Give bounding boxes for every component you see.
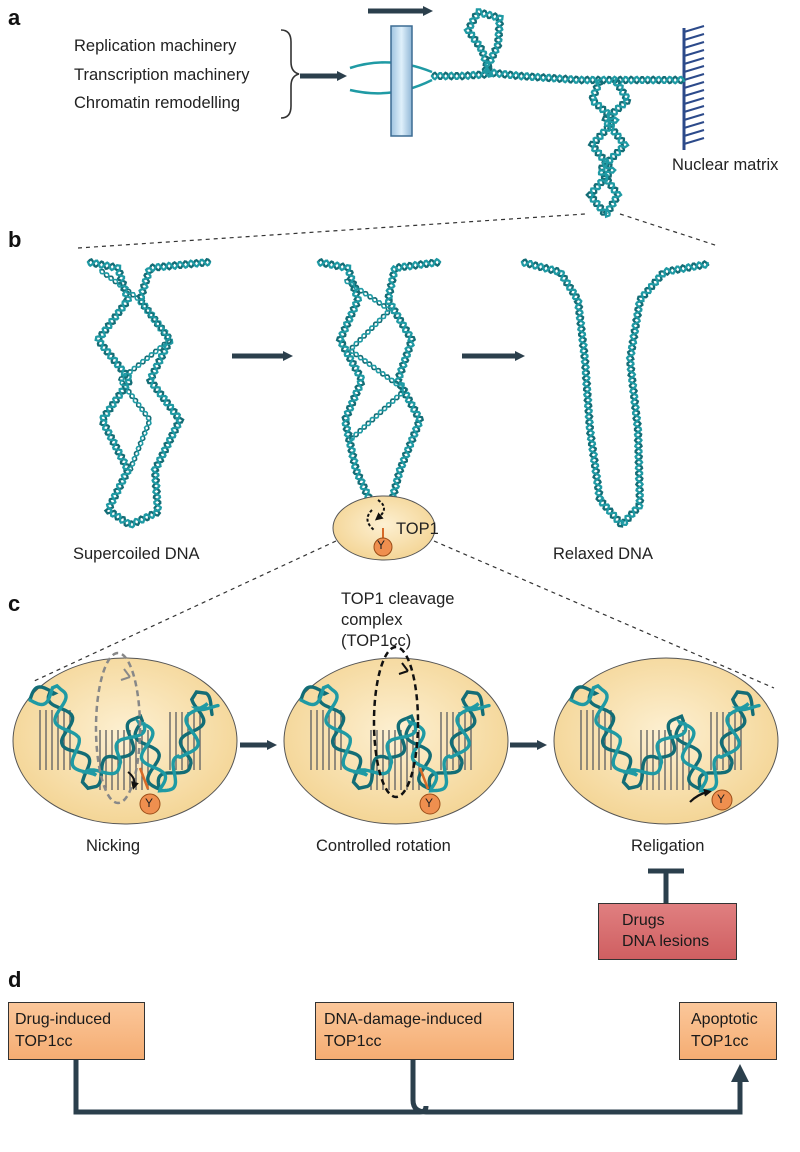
dna-helices-panel-c	[28, 683, 761, 793]
panel-label-c: c	[8, 591, 21, 616]
inhibitor-box: Drugs DNA lesions	[598, 903, 737, 960]
drug-induced-box: Drug-induced TOP1cc	[8, 1002, 145, 1060]
controlled-rotation-label: Controlled rotation	[316, 837, 451, 855]
nicking-label: Nicking	[86, 837, 141, 855]
machinery-brace	[280, 29, 300, 119]
panel-label-d: d	[8, 967, 22, 992]
tyrosine-circle-b	[373, 537, 393, 557]
religation-ellipse	[553, 657, 779, 825]
top1-label: TOP1	[396, 520, 439, 538]
panel-c-graphic	[12, 645, 779, 903]
dna-damage-induced-label: DNA-damage-induced	[324, 1011, 483, 1028]
supercoiled-dna-label: Supercoiled DNA	[73, 545, 200, 563]
chromatin-label: Chromatin remodelling	[74, 94, 240, 112]
transcription-label: Transcription machinery	[74, 66, 250, 84]
dna-damage-induced-box: DNA-damage-induced TOP1cc	[315, 1002, 514, 1060]
connector-arrowhead	[731, 1064, 749, 1082]
panel-label-a: a	[8, 5, 21, 30]
top1cc-label-line1: TOP1 cleavage	[341, 590, 455, 608]
tyrosine-label-b: Y	[377, 538, 386, 552]
panel-label-b: b	[8, 227, 22, 252]
apoptotic-sublabel: TOP1cc	[691, 1033, 749, 1050]
drugs-label: Drugs	[622, 912, 665, 929]
nuclear-matrix	[682, 25, 705, 150]
replication-label: Replication machinery	[74, 37, 237, 55]
top1cc-label-line3: (TOP1cc)	[341, 632, 412, 650]
top1cc-label-line2: complex	[341, 611, 403, 629]
drug-induced-sublabel: TOP1cc	[15, 1033, 73, 1050]
tyrosine-circle-nicking	[139, 793, 161, 815]
tyrosine-circle-religation	[711, 789, 733, 811]
rotation-ellipse	[283, 657, 509, 825]
machinery-cylinder	[390, 25, 413, 137]
tyrosine-label-religation: Y	[717, 792, 726, 806]
connector-line	[73, 1060, 429, 1115]
drug-induced-label: Drug-induced	[15, 1011, 112, 1028]
nuclear-matrix-label: Nuclear matrix	[672, 156, 779, 174]
religation-label: Religation	[631, 837, 705, 855]
dna-loops-panel-b	[86, 257, 710, 529]
relaxed-dna-label: Relaxed DNA	[553, 545, 653, 563]
tyrosine-label-rotation: Y	[425, 796, 434, 810]
dna-lesions-label: DNA lesions	[622, 933, 710, 950]
dna-loop-panel-a	[430, 8, 686, 219]
tyrosine-circle-rotation	[419, 793, 441, 815]
apoptotic-box: Apoptotic TOP1cc	[679, 1002, 777, 1060]
panel-a-graphic	[280, 6, 705, 219]
dna-damage-induced-sublabel: TOP1cc	[324, 1033, 382, 1050]
panel-d-graphic	[73, 1060, 749, 1115]
tyrosine-label-nicking: Y	[145, 796, 154, 810]
apoptotic-label: Apoptotic	[691, 1011, 758, 1028]
panel-b-graphic	[86, 257, 710, 561]
